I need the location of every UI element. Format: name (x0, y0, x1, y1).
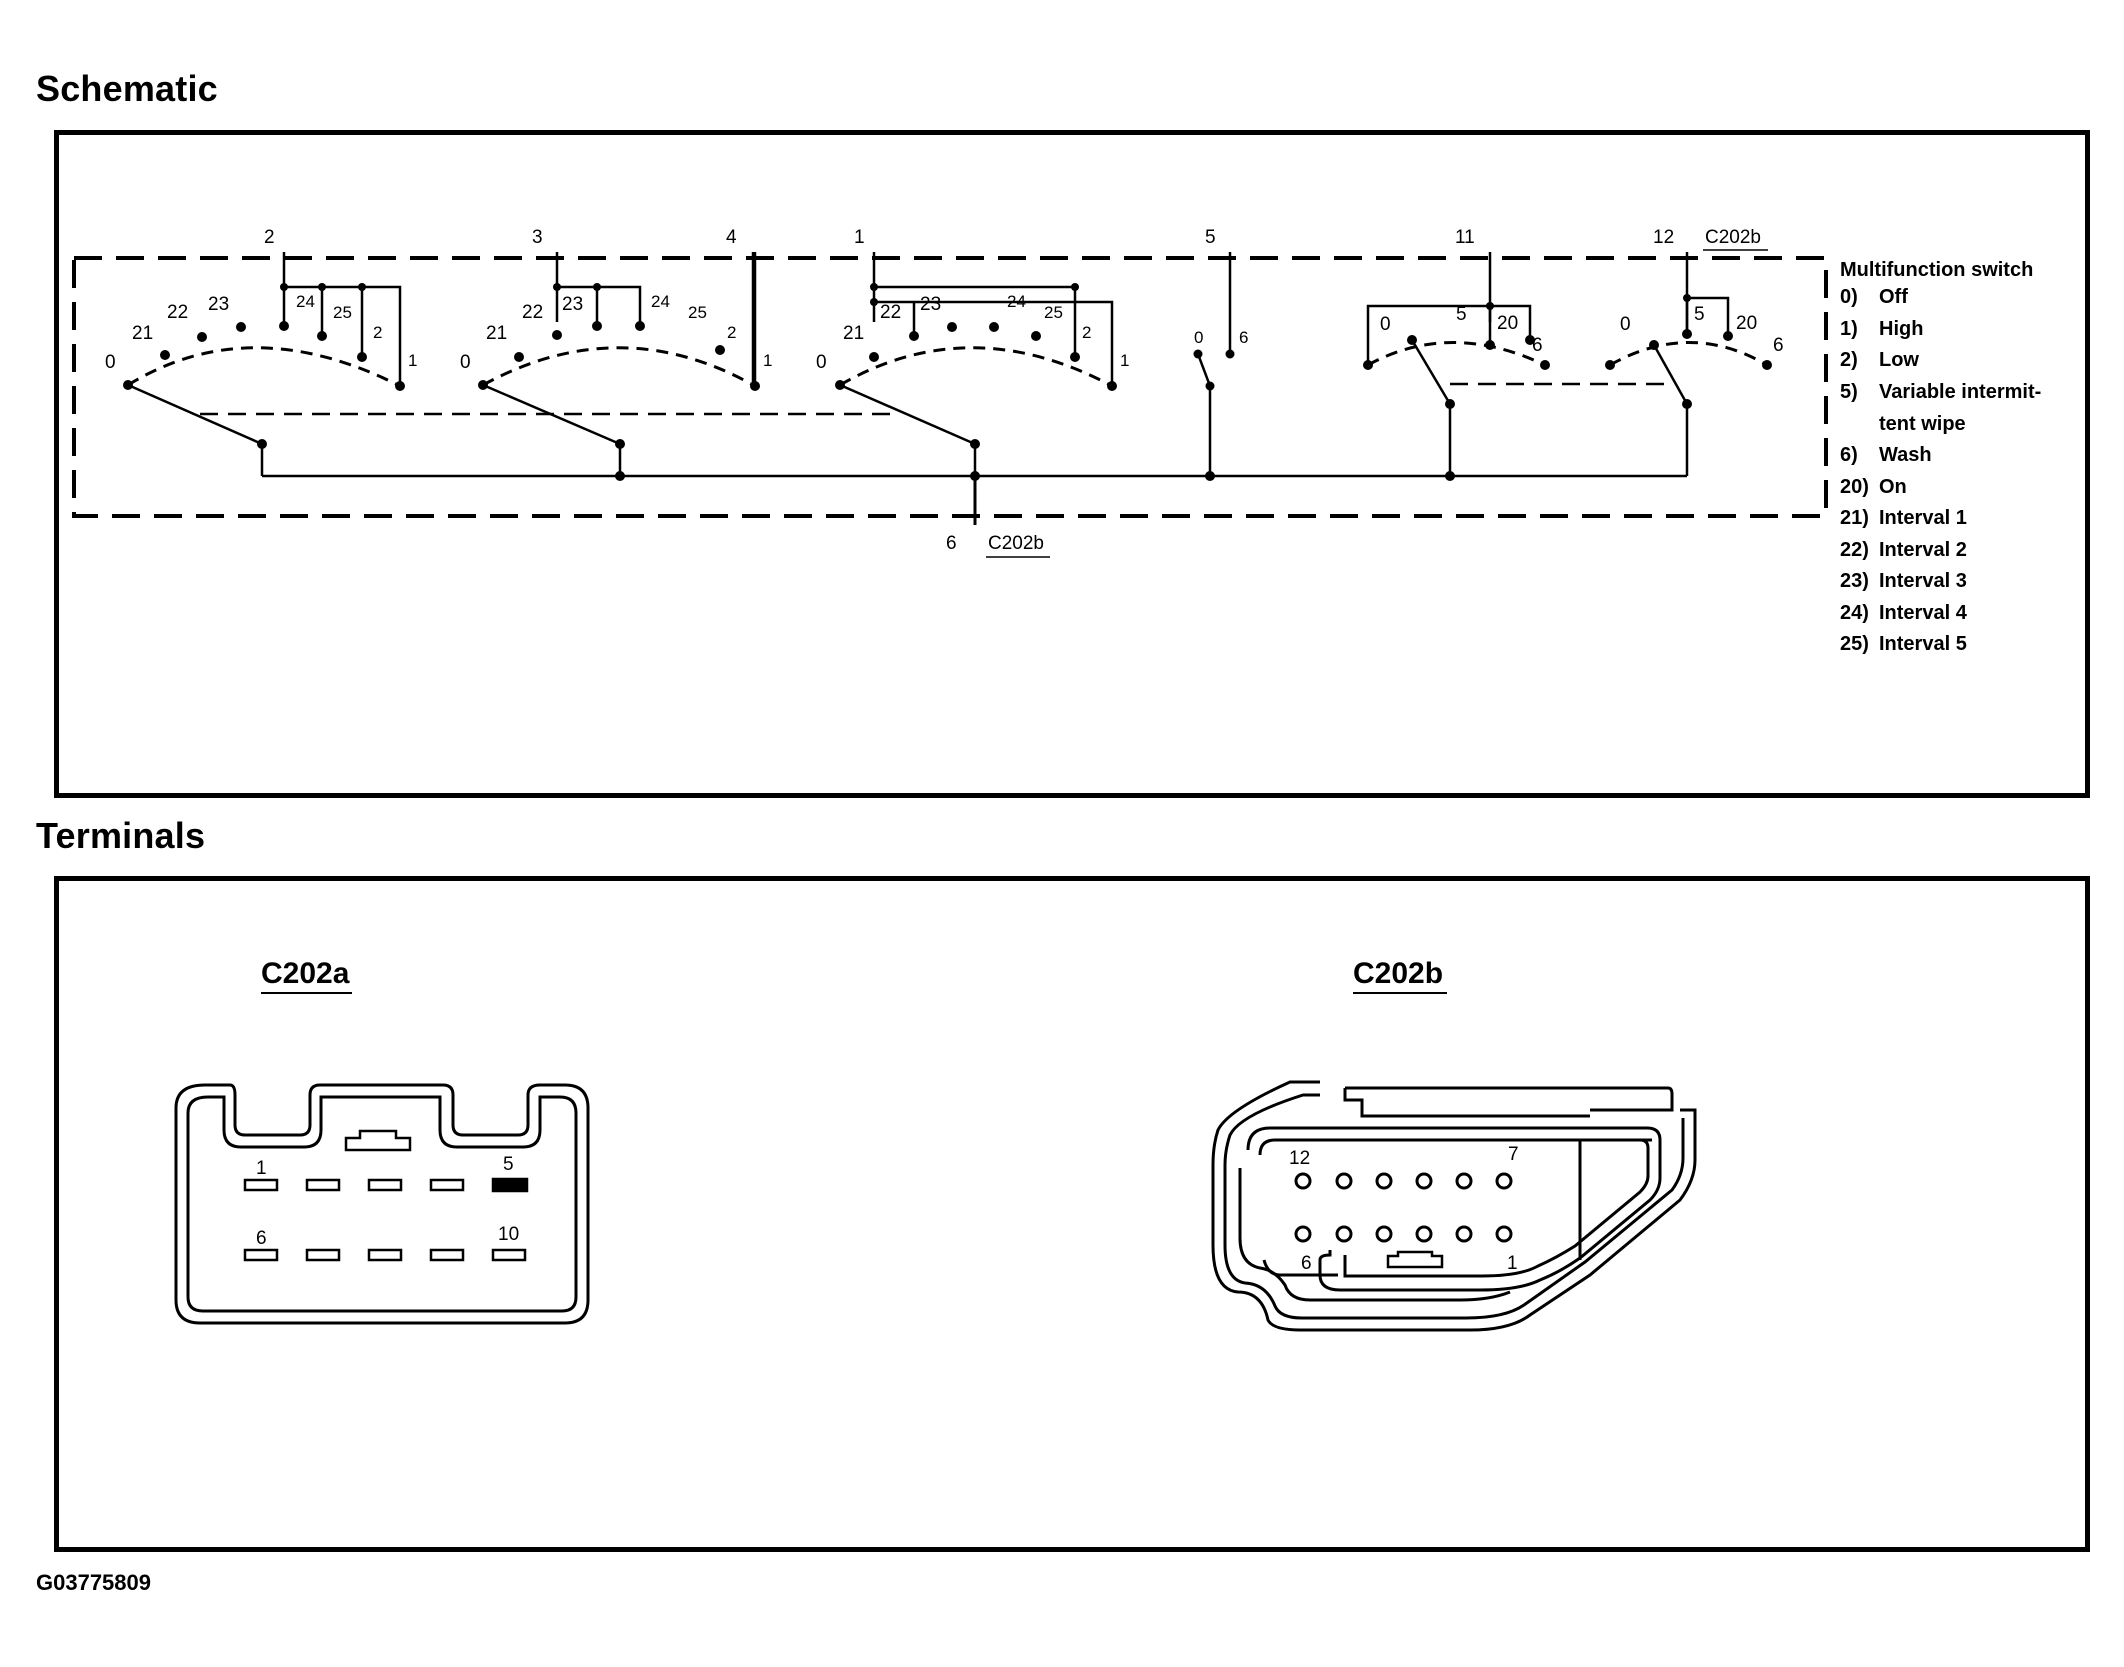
legend-num: 24) (1840, 602, 1869, 624)
switch-1 (123, 283, 405, 476)
c202a-pin-label: 5 (503, 1154, 514, 1175)
pos-label: 0 (816, 352, 827, 373)
pos-label: 0 (460, 352, 471, 373)
pos-label: 0 (105, 352, 116, 373)
legend-text: Interval 5 (1879, 633, 1967, 655)
pos-label: 22 (522, 302, 543, 323)
switch-enclosure (72, 256, 1828, 518)
connector-label-bottom: C202b (988, 533, 1044, 554)
pos-label: 23 (920, 294, 941, 315)
pos-label: 5 (1694, 304, 1705, 325)
legend-text: Interval 3 (1879, 570, 1967, 592)
pos-label: 24 (651, 292, 670, 311)
pos-label: 23 (562, 294, 583, 315)
legend-text: Interval 4 (1879, 602, 1968, 624)
pos-label: 1 (1120, 351, 1129, 370)
terminals-panel (54, 876, 2090, 1552)
legend-text: Interval 1 (1879, 507, 1967, 529)
schematic-panel (54, 130, 2090, 798)
c202a-pin-label: 1 (256, 1158, 267, 1179)
schematic-drawing (72, 252, 1828, 525)
pos-label: 6 (1532, 335, 1543, 356)
legend-text: tent wipe (1879, 413, 1966, 435)
pos-label: 20 (1736, 313, 1757, 334)
pin-label: 12 (1653, 227, 1674, 248)
c202a-title: C202a (261, 957, 350, 990)
pos-label: 22 (167, 302, 188, 323)
c202b-title: C202b (1353, 957, 1443, 990)
legend-num: 20) (1840, 476, 1869, 498)
pos-label: 21 (132, 323, 153, 344)
legend-title: Multifunction switch (1840, 259, 2033, 281)
pos-label: 2 (1082, 323, 1091, 342)
pos-label: 1 (763, 351, 772, 370)
legend-text: Off (1879, 286, 1908, 308)
pos-label: 24 (296, 292, 315, 311)
legend-text: High (1879, 318, 1923, 340)
pos-label: 24 (1007, 292, 1026, 311)
pos-label: 25 (688, 303, 707, 322)
legend-num: 22) (1840, 539, 1869, 561)
legend-num: 1) (1840, 318, 1858, 340)
c202a-pin-label: 6 (256, 1228, 267, 1249)
c202b-pin-label: 12 (1289, 1148, 1310, 1169)
legend-text: Interval 2 (1879, 539, 1967, 561)
legend-text: Variable intermit- (1879, 381, 2041, 403)
pos-label: 25 (333, 303, 352, 322)
switch-5 (1363, 302, 1550, 476)
pos-label: 0 (1620, 314, 1631, 335)
legend-num: 5) (1840, 381, 1858, 403)
switch-2 (478, 252, 760, 476)
pos-label: 20 (1497, 313, 1518, 334)
pos-label: 25 (1044, 303, 1063, 322)
connector-c202b: C202b 12 7 6 1 (1211, 957, 1697, 1332)
pos-label: 21 (843, 323, 864, 344)
top-pin-labels: 2 3 4 1 5 11 12 C202b (264, 227, 1768, 251)
legend-num: 6) (1840, 444, 1858, 466)
c202b-pin-label: 1 (1507, 1253, 1518, 1274)
pin-label: 3 (532, 227, 543, 248)
switch-position-labels: 0 21 22 23 24 25 2 1 0 21 22 23 24 25 2 … (105, 292, 1784, 373)
pos-label: 2 (373, 323, 382, 342)
pin-label: 5 (1205, 227, 1216, 248)
bottom-connector: 6 C202b (946, 533, 1050, 558)
c202b-pin-label: 6 (1301, 1253, 1312, 1274)
connector-label-top: C202b (1705, 227, 1761, 248)
pos-label: 22 (880, 302, 901, 323)
pos-label: 2 (727, 323, 736, 342)
pos-label: 1 (408, 351, 417, 370)
connector-c202a: C202a 1 5 6 10 (174, 957, 590, 1325)
legend: Multifunction switch 0) Off 1) High 2) L… (1840, 259, 2041, 655)
pos-label: 6 (1773, 335, 1784, 356)
c202b-pin-label: 7 (1508, 1144, 1519, 1165)
legend-text: Wash (1879, 444, 1932, 466)
terminals-heading: Terminals (36, 815, 206, 856)
legend-text: On (1879, 476, 1907, 498)
switch-4 (1193, 349, 1235, 476)
pin-label: 1 (854, 227, 865, 248)
pos-label: 6 (1239, 328, 1248, 347)
legend-num: 25) (1840, 633, 1869, 655)
legend-num: 2) (1840, 349, 1858, 371)
legend-num: 0) (1840, 286, 1858, 308)
pin-label: 11 (1455, 227, 1475, 248)
pos-label: 23 (208, 294, 229, 315)
c202a-pin-label: 10 (498, 1224, 519, 1245)
legend-num: 21) (1840, 507, 1869, 529)
pos-label: 0 (1194, 328, 1203, 347)
legend-text: Low (1879, 349, 1919, 371)
pos-label: 0 (1380, 314, 1391, 335)
pos-label: 21 (486, 323, 507, 344)
switch-6 (1605, 294, 1772, 476)
pin-label: 4 (726, 227, 737, 248)
bottom-pin-label: 6 (946, 533, 957, 554)
legend-num: 23) (1840, 570, 1869, 592)
schematic-heading: Schematic (36, 68, 218, 109)
figure-id: G03775809 (36, 1570, 151, 1595)
pos-label: 5 (1456, 304, 1467, 325)
pin-label: 2 (264, 227, 275, 248)
